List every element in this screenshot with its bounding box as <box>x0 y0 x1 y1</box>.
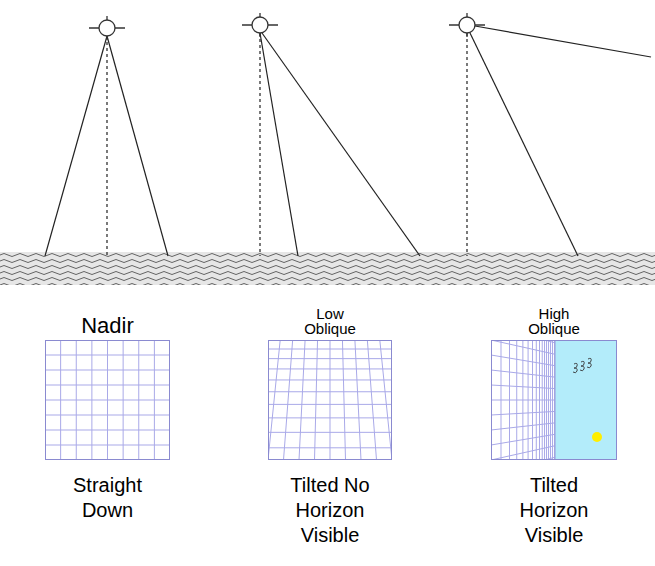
grid-line <box>299 340 330 460</box>
view-heading: Nadir <box>43 314 173 337</box>
grid-line <box>123 340 124 460</box>
grid-line <box>268 432 392 433</box>
grid-line <box>45 430 170 431</box>
sun <box>592 432 602 442</box>
view-panel: High ObliqueTilted Horizon Visible <box>491 340 617 460</box>
grid-line <box>552 340 553 460</box>
grid-line <box>268 417 392 418</box>
low-oblique-grid <box>268 340 392 460</box>
sky <box>555 340 617 460</box>
grid-line <box>268 340 330 460</box>
grid-line <box>284 340 331 460</box>
grid-line <box>330 340 377 460</box>
grid-line <box>330 340 392 460</box>
grid-line <box>542 340 543 460</box>
view-caption: Tilted No Horizon Visible <box>270 473 390 548</box>
view-panel: NadirStraight Down <box>45 340 170 460</box>
grid-line <box>315 340 331 460</box>
view-caption: Tilted Horizon Visible <box>494 473 614 548</box>
grid-line <box>268 340 330 460</box>
grid-line <box>516 340 517 460</box>
view-lines <box>45 26 651 256</box>
grid-line <box>268 391 392 392</box>
grid-line <box>330 340 392 460</box>
grid-line <box>268 379 392 380</box>
grid-line <box>268 340 330 460</box>
grid-line <box>154 340 155 460</box>
grid-line <box>536 340 537 460</box>
grid-line <box>268 349 392 350</box>
grid-line <box>330 340 392 460</box>
grid-line <box>509 340 510 460</box>
high-oblique-grid <box>491 340 555 460</box>
grid-line <box>330 340 346 460</box>
grid-line <box>546 340 547 460</box>
view-heading: Low Oblique <box>295 306 365 338</box>
grid-line <box>528 340 529 460</box>
water-ground <box>0 252 655 285</box>
birds <box>573 358 591 372</box>
grid-line <box>45 400 170 401</box>
grid-line <box>45 415 170 416</box>
view-caption: Straight Down <box>48 473 168 523</box>
nadir-grid <box>45 340 170 460</box>
grid-line <box>268 368 392 369</box>
grid-line <box>330 340 392 460</box>
grid-line <box>539 340 540 460</box>
grid-line <box>522 340 523 460</box>
grid-line <box>330 340 361 460</box>
grid-line <box>550 340 551 460</box>
grid-line <box>330 340 331 460</box>
view-panel: Low ObliqueTilted No Horizon Visible <box>268 340 392 460</box>
horizon-line <box>555 340 556 460</box>
grid-line <box>548 340 549 460</box>
grid-line <box>45 445 170 446</box>
grid-line <box>268 358 392 359</box>
grid-line <box>268 447 392 448</box>
grid-line <box>138 340 139 460</box>
grid-line <box>532 340 533 460</box>
grid-line <box>544 340 545 460</box>
grid-line <box>268 340 330 460</box>
grid-line <box>501 340 502 460</box>
view-heading: High Oblique <box>519 306 589 338</box>
grid-line <box>268 404 392 405</box>
grid-line <box>330 340 392 460</box>
grid-line <box>268 340 330 460</box>
camera-symbols <box>89 13 485 40</box>
grid-line <box>554 340 555 460</box>
